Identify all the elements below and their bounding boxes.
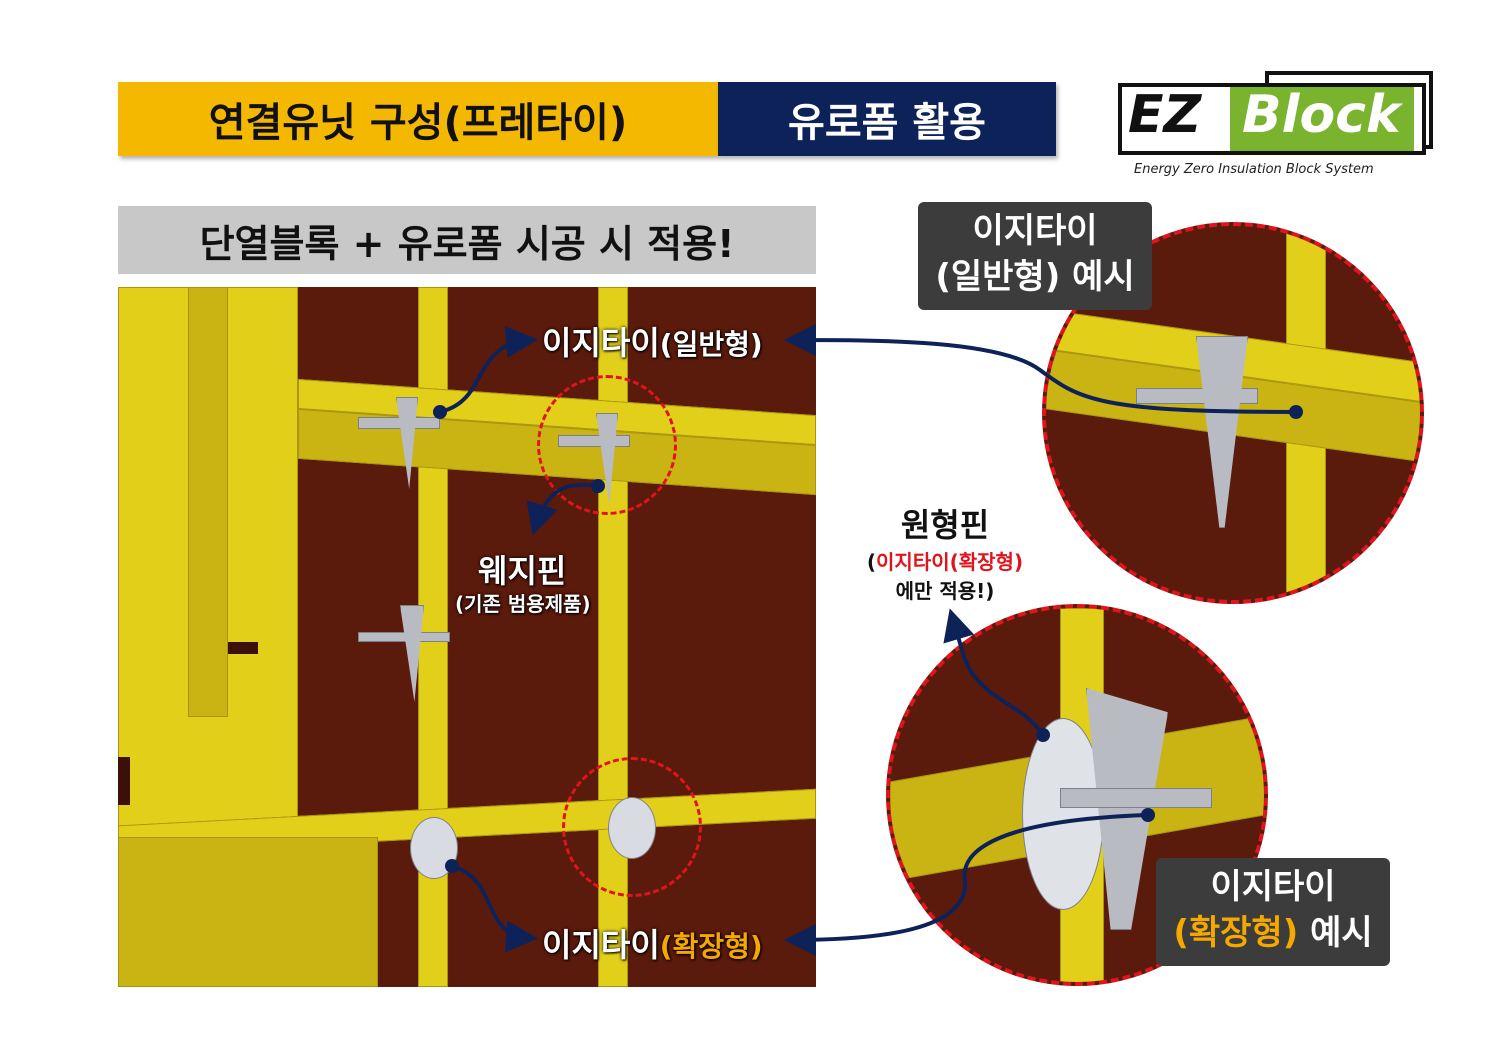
title-left: 연결유닛 구성(프레타이) bbox=[118, 82, 718, 156]
label-wedge-pin: 웨지핀 bbox=[478, 552, 567, 590]
subtitle: 단열블록 + 유로폼 시공 시 적용! bbox=[118, 206, 816, 274]
title-right: 유로폼 활용 bbox=[718, 82, 1056, 156]
highlight-round-pin bbox=[562, 757, 702, 897]
label-round-pin: 원형핀 (이지타이(확장형) 에만 적용!) bbox=[866, 506, 1024, 603]
label-wedge-pin-note: (기존 범용제품) bbox=[455, 592, 591, 616]
logo: EZ Block Energy Zero Insulation Block Sy… bbox=[1110, 65, 1440, 185]
label-easytie-general: 이지타이(일반형) bbox=[542, 324, 763, 362]
badge-easytie-extended: 이지타이 (확장형) 예시 bbox=[1156, 858, 1390, 966]
formwork-render bbox=[118, 287, 816, 987]
logo-ez: EZ bbox=[1128, 85, 1202, 145]
highlight-wedge-pin bbox=[537, 375, 677, 515]
badge-easytie-general: 이지타이 (일반형) 예시 bbox=[918, 202, 1152, 310]
label-easytie-extended: 이지타이(확장형) bbox=[542, 926, 763, 964]
logo-tagline: Energy Zero Insulation Block System bbox=[1134, 162, 1374, 177]
logo-block: Block bbox=[1242, 85, 1401, 145]
